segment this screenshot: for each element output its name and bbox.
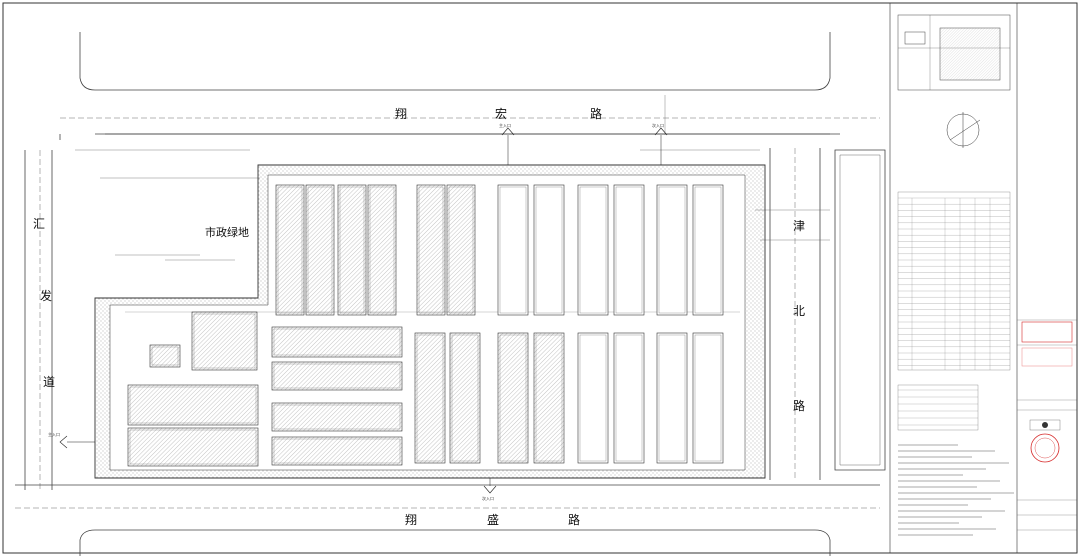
building-inner-line [277,186,303,314]
svg-text:宏: 宏 [495,106,507,121]
warehouse-hatched [271,361,403,391]
warehouse-hatched [127,384,259,426]
building-inner-line [418,186,444,314]
building-inner-line [499,186,527,314]
svg-text:次入口: 次入口 [482,495,494,501]
building-inner-line [339,186,365,314]
building-inner-line [658,334,686,462]
building-inner-line [193,313,256,369]
svg-text:北: 北 [793,304,805,318]
road-label-west: 汇 发 道 [33,217,55,389]
warehouse-unhatched [656,184,688,316]
approval-stamp [1021,321,1073,463]
setback-lines [75,95,830,261]
notes-block [898,444,1014,536]
location-map [897,14,1011,91]
guard-house [149,344,181,368]
building-inner-line [307,186,333,314]
warehouse-hatched [271,436,403,466]
warehouse-hatched [449,332,481,464]
svg-text:发: 发 [40,288,52,303]
north-arrow-icon [946,112,981,148]
building-inner-line [129,429,257,465]
warehouse-unhatched [533,184,565,316]
building-inner-line [694,186,722,314]
road-label-east: 津 北 路 [793,219,805,413]
warehouse-unhatched [656,332,688,464]
building-inner-line [273,438,401,464]
economic-indicators-table [897,191,1011,371]
svg-text:路: 路 [793,398,805,413]
warehouse-unhatched [613,184,645,316]
building-inner-line [273,363,401,389]
warehouse-unhatched [577,184,609,316]
building-inner-line [369,186,395,314]
buildings [127,184,724,467]
warehouse-unhatched [692,332,724,464]
svg-text:盛: 盛 [487,512,499,527]
svg-text:翔: 翔 [395,107,407,121]
building-inner-line [694,334,722,462]
building-inner-line [658,186,686,314]
svg-text:翔: 翔 [405,513,417,527]
building-inner-line [151,346,179,366]
warehouse-unhatched [613,332,645,464]
title-block [1017,319,1077,531]
legend-table [897,384,979,431]
municipal-green-label: 市政绿地 [205,225,249,239]
svg-text:道: 道 [43,375,55,389]
building-inner-line [535,186,563,314]
svg-text:路: 路 [568,512,580,527]
building-inner-line [615,186,643,314]
warehouse-hatched [275,184,305,316]
building-inner-line [273,404,401,430]
svg-text:主入口: 主入口 [48,431,60,437]
entrance-south: 次入口 [482,478,497,501]
building-inner-line [615,334,643,462]
svg-text:汇: 汇 [33,217,45,231]
warehouse-hatched [414,332,446,464]
road-outlines [15,32,886,556]
entrance-west: 主入口 [48,431,95,449]
warehouse-hatched [367,184,397,316]
warehouse-unhatched [577,332,609,464]
warehouse-unhatched [497,184,529,316]
building-inner-line [273,328,401,356]
warehouse-hatched [271,402,403,432]
warehouse-hatched [127,427,259,467]
building-inner-line [451,334,479,462]
building-inner-line [579,186,607,314]
building-inner-line [448,186,474,314]
office-hatched [191,311,258,371]
table-grid [898,197,1010,426]
road-label-north: 翔 宏 路 [395,106,602,121]
svg-text:路: 路 [590,106,602,121]
building-inner-line [416,334,444,462]
svg-text:主入口: 主入口 [499,122,511,128]
building-inner-line [129,386,257,424]
warehouse-unhatched [692,184,724,316]
entrance-north-second: 次入口 [652,122,668,165]
svg-text:津: 津 [793,219,805,233]
building-inner-line [579,334,607,462]
svg-text:次入口: 次入口 [652,122,664,128]
entrance-north-main: 主入口 [499,122,515,165]
building-inner-line [499,334,527,462]
warehouse-hatched [416,184,446,316]
warehouse-hatched [337,184,367,316]
warehouse-hatched [305,184,335,316]
warehouse-hatched [533,332,565,464]
building-inner-line [535,334,563,462]
road-label-south: 翔 盛 路 [405,512,580,527]
warehouse-hatched [271,326,403,358]
warehouse-hatched [497,332,529,464]
warehouse-hatched [446,184,476,316]
